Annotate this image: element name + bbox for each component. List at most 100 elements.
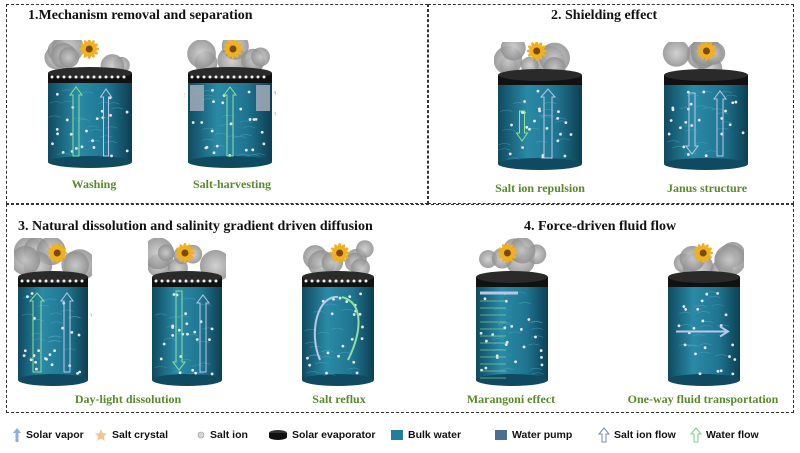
salt-ion-dot [55,127,59,131]
sunflower-center-icon [503,249,511,257]
sunflower-petal-icon [697,51,705,57]
salt-ion-dot [38,279,42,283]
vapor-cloud [714,244,746,276]
salt-ion-dot [720,132,724,136]
bulk-water-body [302,283,374,380]
water-texture [558,138,571,141]
salt-ion-dot [720,116,724,120]
water-texture [49,101,62,104]
water-texture [99,135,113,138]
flow-arrow [60,292,74,373]
salt-ion-dot [716,369,720,373]
salt-crystal-star-icon [95,429,107,441]
sunflower-petal-icon [83,50,89,58]
salt-ion-dot [74,147,78,150]
salt-ion-dot [171,333,175,337]
salt-ion-dot [251,148,255,152]
salt-ion-dot [100,109,104,113]
salt-ion-dot [196,75,200,79]
salt-ion-dot [569,133,573,136]
salt-ion-dot [76,371,79,375]
salt-ion-dot [514,360,518,364]
salt-ion-dot [559,132,562,136]
salt-ion-dot [248,118,252,121]
salt-ion-dot [479,331,483,335]
sunflower-petal-icon [501,244,507,252]
water-texture [201,138,214,141]
salt-ion-dot [330,312,334,316]
water-texture [341,308,354,311]
water-texture [535,140,548,143]
sunflower-petal-icon [58,253,66,259]
sunflower-petal-icon [227,50,233,58]
salt-ion-dot [694,352,697,356]
salt-ion-dot [177,328,181,332]
water-texture [698,351,711,354]
vapor-cloud [157,244,175,262]
bulk-water-bottom [188,156,272,168]
salt-ion-dot [51,142,54,146]
salt-ion-dot [53,349,56,353]
water-texture [527,343,540,346]
legend-label: Bulk water [408,429,462,441]
salt-ion-dot [563,154,567,158]
salt-ion-dot [545,127,549,130]
salt-ion-dot [78,370,82,374]
flow-arrow [713,90,727,157]
water-texture [704,150,718,153]
salt-ion-dot [491,333,495,336]
salt-ion-dot [504,343,508,346]
water-texture [89,129,103,132]
water-texture [179,358,192,361]
label-salt-ion-repulsion: Salt ion repulsion [495,181,585,195]
flow-arrow [223,86,237,157]
vapor-cloud [251,47,271,67]
water-texture [695,105,708,108]
sunflower-petal-icon [538,51,546,57]
water-texture [685,129,698,132]
bulk-water-bottom [668,374,740,386]
water-texture [507,157,520,160]
salt-ion-dot [358,279,362,283]
bulk-water-bottom [664,158,748,170]
sunflower-center-icon [702,47,710,55]
water-texture [154,313,168,316]
water-texture [502,128,515,131]
legend: Solar vapor Salt crystal Salt ion Solar … [0,417,800,453]
water-texture [492,338,505,341]
salt-ion-dot [734,100,738,104]
salt-ion-dot [325,371,328,375]
salt-ion-dot [510,324,514,328]
salt-ion-dot [229,122,233,126]
salt-ion-dot [697,118,701,122]
salt-ion-dot [190,75,194,79]
salt-ion-dot [352,279,356,283]
salt-ion-dot [69,132,73,136]
water-texture [667,140,680,143]
salt-ion-dot [92,75,96,79]
cylinder-one-way-transport [664,238,746,388]
solar-evaporator-top [302,271,374,283]
water-texture [61,89,74,92]
sunflower-petal-icon [527,45,536,51]
salt-ion-dot [667,132,671,136]
salt-ion-dot [306,356,309,360]
salt-ion-dot [682,145,686,149]
sunflower-petal-icon [697,254,703,262]
water-texture [177,315,190,318]
cylinder-illustration [302,240,374,386]
salt-ion-dot [196,279,200,283]
water-texture [154,366,167,369]
sunflower-petal-icon [703,254,709,262]
sunflower-petal-icon [334,244,340,252]
salt-ion-dot [116,75,120,79]
salt-ion-dot [210,372,214,376]
sunflower-petal-icon [186,253,194,259]
sunflower-petal-icon [176,253,184,259]
water-texture [711,304,724,307]
water-texture [719,121,733,124]
sunflower-petal-icon [90,49,99,55]
panel-natural-dissolution [6,204,794,413]
salt-ion-dot [334,279,338,283]
bulk-water-body [152,283,222,380]
